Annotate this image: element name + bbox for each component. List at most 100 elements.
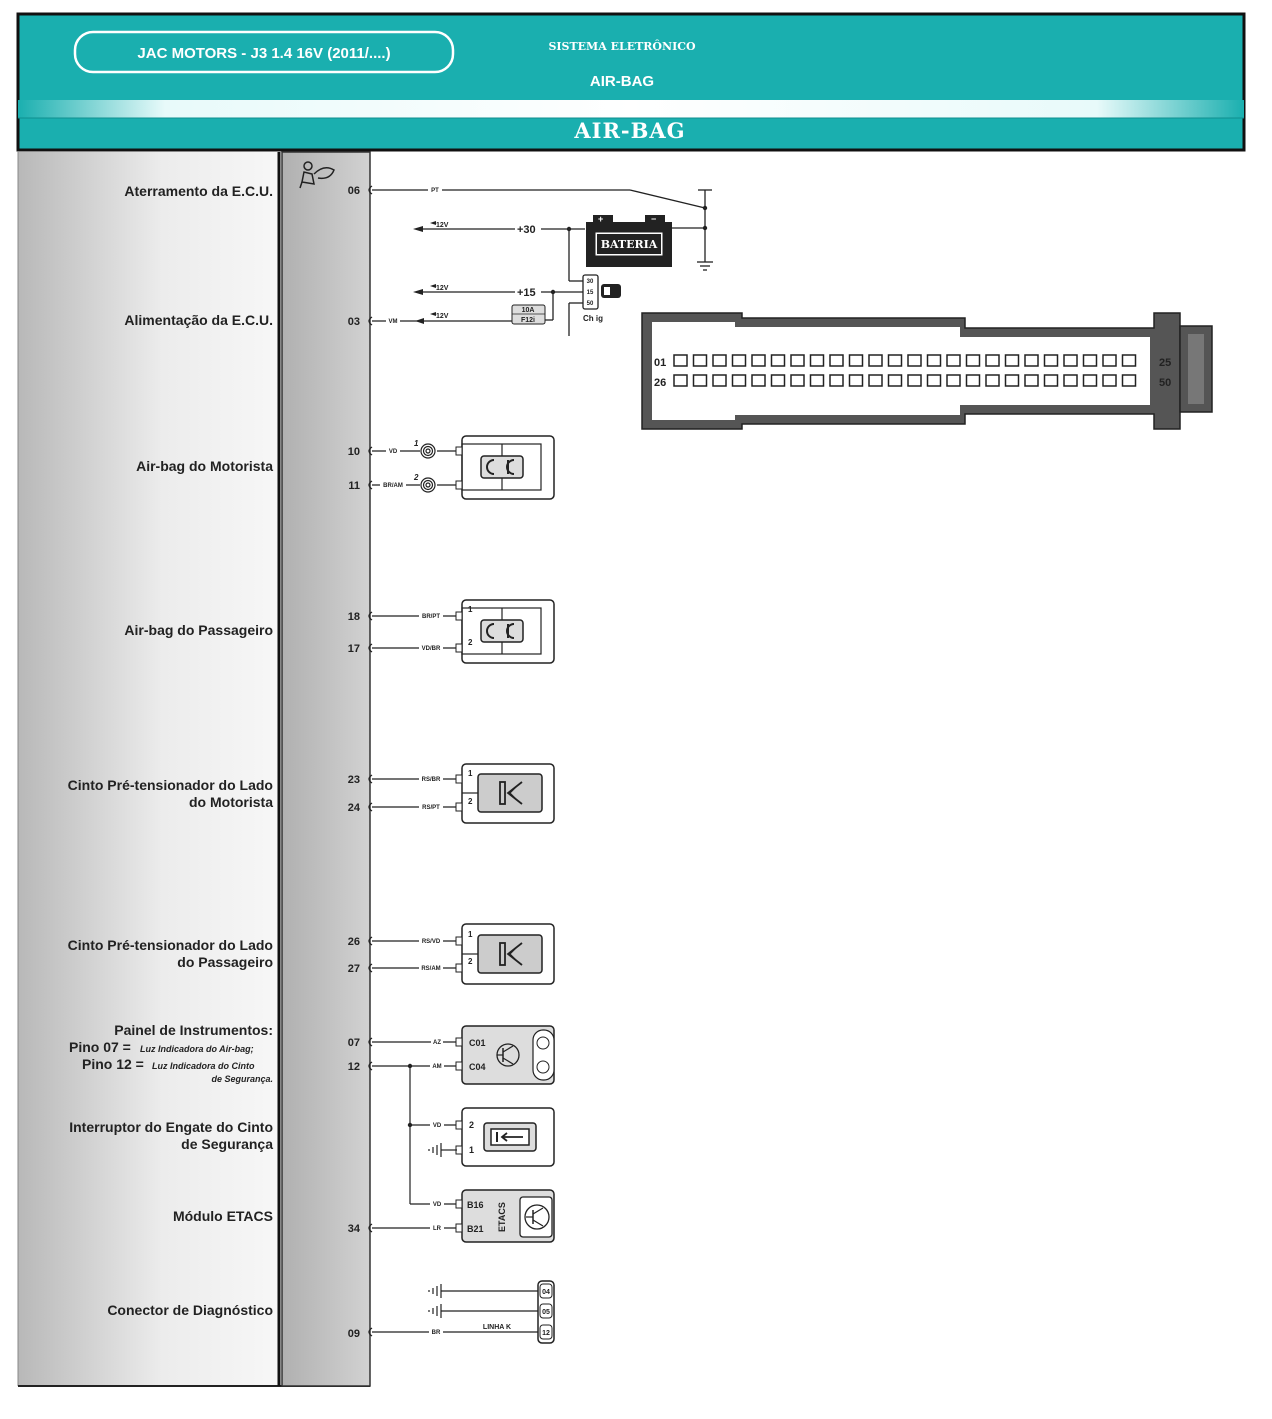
connector-cell bbox=[848, 374, 864, 387]
svg-text:C04: C04 bbox=[469, 1062, 486, 1072]
svg-text:1: 1 bbox=[468, 930, 473, 939]
connector-cell bbox=[868, 354, 883, 367]
switch-label: Ch ig bbox=[583, 314, 603, 323]
connector-cell bbox=[809, 374, 825, 387]
pin12-prefix: Pino 12 = bbox=[82, 1056, 144, 1072]
ground-icon bbox=[428, 1284, 442, 1318]
svg-text:12: 12 bbox=[542, 1330, 550, 1337]
system-name: AIR-BAG bbox=[590, 73, 654, 90]
wire-rs-br: RS/BR bbox=[422, 777, 441, 783]
wire-vd-etacs: VD bbox=[433, 1202, 442, 1208]
connector-cell bbox=[985, 354, 1000, 367]
fuse-name: F12i bbox=[521, 317, 535, 324]
label-buckle-switch-1: Interruptor do Engate do Cinto bbox=[69, 1119, 273, 1135]
label-driver-pretensioner-1: Cinto Pré-tensionador do Lado bbox=[68, 777, 273, 793]
pin-17: 17 bbox=[348, 643, 360, 655]
connector-cell bbox=[946, 374, 961, 387]
wire-pt: PT bbox=[431, 188, 439, 194]
section-title: AIR-BAG bbox=[573, 118, 685, 143]
connector-cell bbox=[673, 374, 688, 387]
connector-cell bbox=[1121, 374, 1137, 387]
svg-text:15: 15 bbox=[587, 290, 594, 296]
pin07-prefix: Pino 07 = bbox=[69, 1039, 131, 1055]
connector-cell bbox=[829, 374, 844, 387]
connector-cell bbox=[712, 354, 727, 367]
connector-cell bbox=[907, 354, 922, 367]
wire-br-pt: BR/PT bbox=[422, 614, 440, 620]
connector-cell bbox=[1063, 354, 1078, 367]
svg-text:1: 1 bbox=[469, 1145, 474, 1155]
pin-03: 03 bbox=[348, 316, 360, 328]
fuse-rating: 10A bbox=[522, 307, 535, 314]
svg-text:B16: B16 bbox=[467, 1200, 484, 1210]
connector-cell bbox=[926, 354, 942, 367]
connector-cell bbox=[965, 354, 981, 367]
pin-18: 18 bbox=[348, 611, 360, 623]
pin-06: 06 bbox=[348, 185, 360, 197]
pretensioner-icon bbox=[499, 942, 506, 966]
pin-11: 11 bbox=[348, 480, 360, 492]
connector-cell bbox=[1004, 374, 1020, 387]
wire-az: AZ bbox=[433, 1040, 441, 1046]
pin-12: 12 bbox=[348, 1061, 360, 1073]
connector-cell bbox=[907, 374, 922, 387]
connector-cell bbox=[809, 354, 825, 367]
label-driver-pretensioner-2: do Motorista bbox=[189, 794, 273, 810]
svg-text:1: 1 bbox=[414, 439, 419, 448]
svg-text:2: 2 bbox=[468, 797, 473, 806]
clock-spring-icon bbox=[420, 443, 436, 493]
vehicle-title-frame bbox=[73, 30, 455, 74]
connector-cell bbox=[965, 374, 981, 387]
connector-pin-01: 01 bbox=[654, 357, 666, 369]
pin-24: 24 bbox=[348, 802, 361, 814]
connector-pin-25: 25 bbox=[1159, 357, 1171, 369]
label-supply: Alimentação da E.C.U. bbox=[124, 312, 273, 328]
connector-cell bbox=[731, 354, 747, 367]
pin-07: 07 bbox=[348, 1037, 360, 1049]
battery-minus: − bbox=[651, 214, 656, 224]
connector-cell bbox=[1102, 354, 1117, 367]
pin-34: 34 bbox=[348, 1223, 361, 1235]
wire-br: BR bbox=[432, 1330, 441, 1336]
pin-26: 26 bbox=[348, 936, 360, 948]
label-buckle-switch-2: de Segurança bbox=[181, 1136, 273, 1152]
driver-pretensioner: 1 2 bbox=[372, 763, 555, 824]
fuse: 10A F12i bbox=[511, 304, 546, 325]
connector-cell bbox=[712, 374, 727, 387]
connector-cell bbox=[692, 374, 708, 387]
connector-cell bbox=[751, 374, 766, 387]
ecu-column bbox=[281, 151, 371, 1387]
ignition-switch: 30 15 50 Ch ig bbox=[582, 274, 621, 323]
passenger-airbag: 1 2 bbox=[372, 599, 555, 664]
svg-text:2: 2 bbox=[468, 638, 473, 647]
label-etacs: Módulo ETACS bbox=[173, 1208, 273, 1224]
v12-b: 12V bbox=[436, 285, 449, 292]
pin-23: 23 bbox=[348, 774, 360, 786]
label-diag: Conector de Diagnóstico bbox=[107, 1302, 273, 1318]
svg-text:2: 2 bbox=[468, 957, 473, 966]
label-driver-airbag: Air-bag do Motorista bbox=[136, 458, 273, 474]
wire-lr: LR bbox=[433, 1226, 442, 1232]
connector-cell bbox=[790, 354, 805, 367]
svg-text:C01: C01 bbox=[469, 1038, 486, 1048]
connector-cell bbox=[751, 354, 766, 367]
connector-cell bbox=[829, 354, 844, 367]
connector-cell bbox=[1043, 354, 1059, 367]
connector-cell bbox=[868, 374, 883, 387]
pin12-note-2: de Segurança. bbox=[211, 1074, 273, 1084]
connector-cell bbox=[946, 354, 961, 367]
label-instrument-panel: Painel de Instrumentos: bbox=[114, 1022, 273, 1038]
diagnostic-connector: 04 05 12 LINHA K bbox=[372, 1280, 555, 1344]
connector-cell bbox=[1102, 374, 1117, 387]
connector-cell bbox=[770, 374, 786, 387]
vehicle-title: JAC MOTORS - J3 1.4 16V (2011/....) bbox=[137, 45, 390, 62]
v12-c: 12V bbox=[436, 313, 449, 320]
pretensioner-icon bbox=[499, 781, 506, 805]
pin07-note: Luz Indicadora do Air-bag; bbox=[140, 1044, 254, 1054]
label-passenger-pretensioner-1: Cinto Pré-tensionador do Lado bbox=[68, 937, 273, 953]
connector-cell bbox=[1024, 374, 1039, 387]
v12-a: 12V bbox=[436, 222, 449, 229]
airbag-person-icon bbox=[299, 161, 335, 189]
svg-text:04: 04 bbox=[542, 1289, 550, 1296]
